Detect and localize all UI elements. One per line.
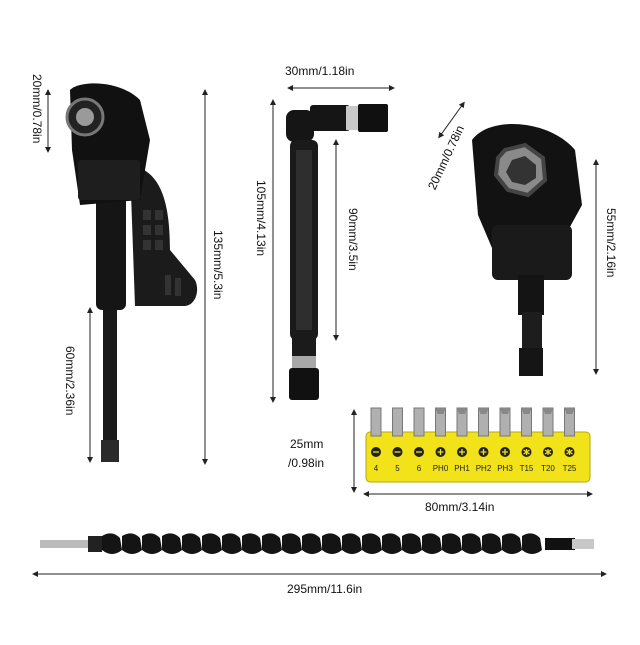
tool1-length-dimension: 135mm/5.3in bbox=[211, 230, 225, 300]
bits-height-dimension-line1: 25mm bbox=[290, 437, 324, 451]
tool3-length-dimension: 55mm/2.16in bbox=[604, 208, 618, 278]
flex-segment bbox=[202, 533, 222, 554]
tool1-wing-handle bbox=[130, 165, 198, 306]
angle-adapter-tool bbox=[472, 123, 582, 376]
flex-segment bbox=[282, 533, 302, 554]
screwdriver-bit-set: 4 5 6 PH0 PH1 PH2 PH3 T15 T20 T25 bbox=[365, 407, 591, 483]
bits-height-dimension-line2: /0.98in bbox=[288, 456, 325, 470]
bit-PH2: PH2 bbox=[476, 407, 492, 473]
tool1-shank-dimension: 60mm/2.36in bbox=[63, 346, 77, 416]
bit-label: 4 bbox=[374, 464, 379, 473]
tool1-shank bbox=[103, 300, 117, 460]
tool2-width-dimension: 30mm/1.18in bbox=[285, 64, 355, 78]
flex-segment bbox=[322, 533, 342, 554]
bit-T20: T20 bbox=[541, 407, 555, 473]
bit-label: PH0 bbox=[433, 464, 449, 473]
tool2-handle-dimension: 90mm/3.5in bbox=[346, 208, 360, 271]
flexible-extension-shaft bbox=[40, 533, 594, 554]
tool2-length-dimension: 105mm/4.13in bbox=[254, 180, 268, 257]
bit-6: 6 bbox=[413, 407, 425, 473]
flex-segment bbox=[442, 533, 462, 554]
bit-label: 6 bbox=[417, 464, 422, 473]
flex-segment bbox=[302, 533, 322, 554]
flex-segment bbox=[342, 533, 362, 554]
flex-segment bbox=[422, 533, 442, 554]
tool1-head-dimension: 20mm/0.78in bbox=[30, 74, 44, 144]
flex-segment bbox=[142, 533, 162, 554]
tool1-hex-tip bbox=[101, 440, 119, 462]
bit-T25: T25 bbox=[563, 407, 577, 473]
flex-segment bbox=[182, 533, 202, 554]
flex-segment bbox=[382, 533, 402, 554]
flex-segment bbox=[462, 533, 482, 554]
flex-segment bbox=[362, 533, 382, 554]
tool3-head-dimension-line bbox=[438, 101, 465, 139]
bit-5: 5 bbox=[392, 407, 403, 473]
bits-width-dimension: 80mm/3.14in bbox=[425, 500, 495, 514]
flex-segment bbox=[222, 533, 242, 554]
bit-PH0: PH0 bbox=[433, 407, 449, 473]
flex-segment bbox=[502, 533, 522, 554]
bit-label: PH1 bbox=[454, 464, 470, 473]
bit-label: 5 bbox=[395, 464, 400, 473]
flex-segment bbox=[162, 533, 182, 554]
flex-segment bbox=[262, 533, 282, 554]
bit-T15: T15 bbox=[520, 407, 534, 473]
flex-segment bbox=[102, 533, 122, 554]
bit-label: T15 bbox=[520, 464, 534, 473]
flex-length-dimension: 295mm/11.6in bbox=[287, 582, 363, 596]
right-angle-adapter-handle-tool bbox=[65, 83, 198, 462]
bit-4: 4 bbox=[370, 407, 382, 473]
flex-segment bbox=[122, 533, 142, 554]
bit-PH3: PH3 bbox=[497, 407, 513, 473]
bit-label: T25 bbox=[563, 464, 577, 473]
flex-segment bbox=[402, 533, 422, 554]
bit-label: T20 bbox=[541, 464, 555, 473]
tool1-body bbox=[96, 170, 126, 310]
l-socket-extension-tool bbox=[286, 104, 388, 400]
flex-segment bbox=[482, 533, 502, 554]
flex-segment bbox=[242, 533, 262, 554]
bit-label: PH2 bbox=[476, 464, 492, 473]
bit-label: PH3 bbox=[497, 464, 513, 473]
flex-segment bbox=[522, 533, 542, 554]
bit-holder bbox=[365, 431, 591, 483]
bit-PH1: PH1 bbox=[454, 407, 470, 473]
